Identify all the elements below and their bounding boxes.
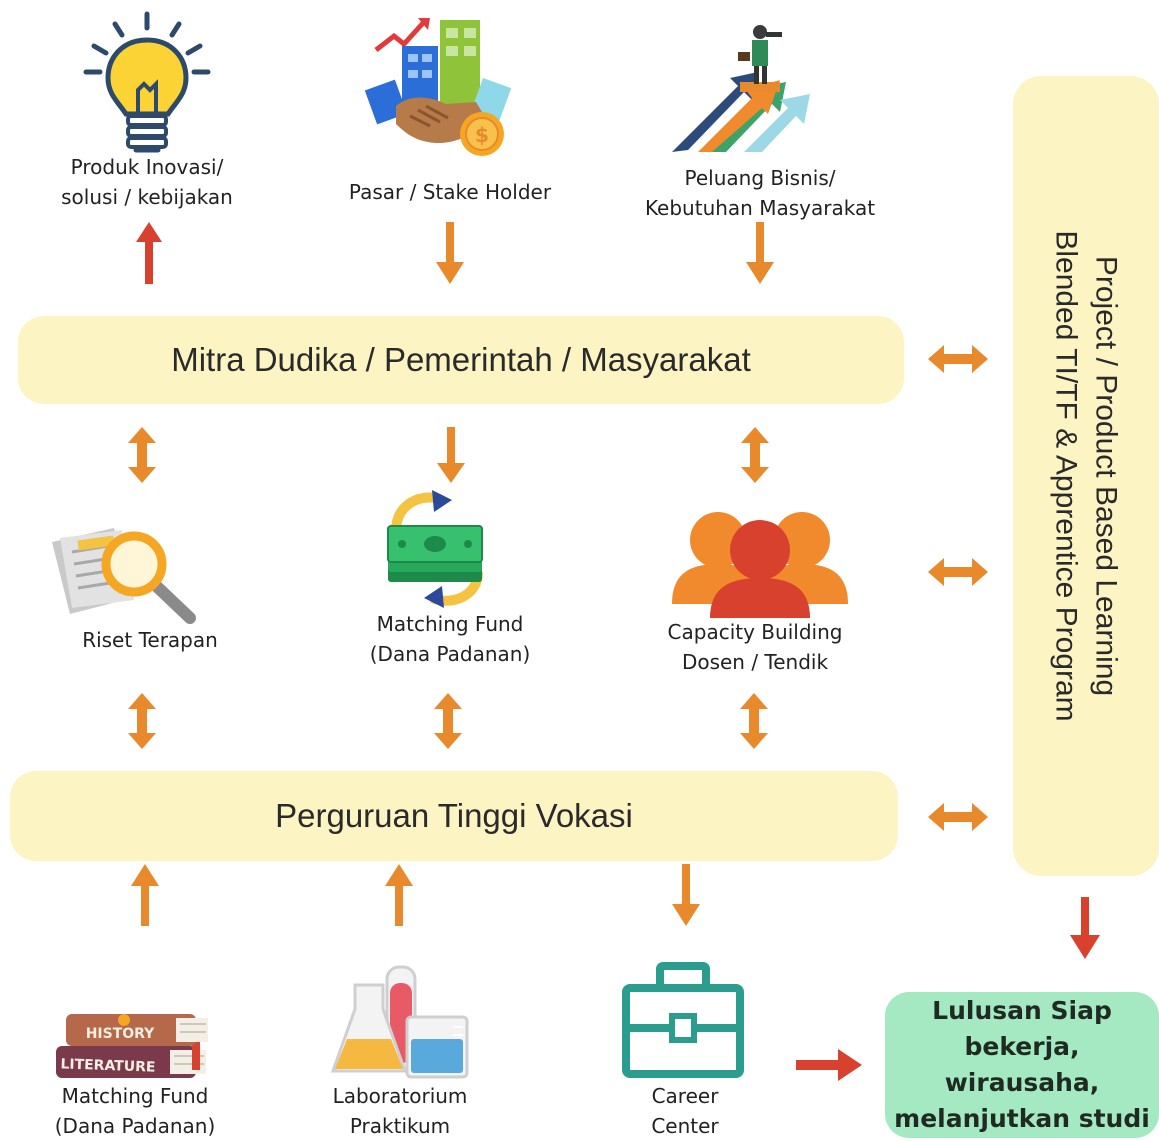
research-magnifier-icon bbox=[52, 528, 196, 624]
label-matching-fund: Matching Fund(Dana Padanan) bbox=[369, 612, 531, 666]
growth-arrows-icon bbox=[672, 25, 810, 152]
lightbulb-icon bbox=[83, 11, 211, 153]
handshake-market-icon: $ bbox=[364, 18, 512, 156]
books-icon: LITERATURE HISTORY bbox=[56, 1014, 208, 1078]
arrow-down-fund bbox=[437, 427, 465, 483]
label-pasar: Pasar / Stake Holder bbox=[348, 180, 552, 204]
side-program-box: Project / Product Based Learning Blended… bbox=[1013, 76, 1159, 876]
book-label-history: HISTORY bbox=[86, 1026, 155, 1042]
money-cycle-icon bbox=[387, 490, 483, 608]
bi-arrow-middle bbox=[928, 558, 988, 586]
arrow-down-peluang bbox=[746, 222, 774, 284]
label-riset: Riset Terapan bbox=[82, 628, 218, 652]
arrow-right-output bbox=[796, 1049, 862, 1081]
bi-arrow-vokasi bbox=[928, 803, 988, 831]
arrow-up-lab bbox=[385, 864, 413, 926]
vbi-arrow-capacity-bottom bbox=[740, 693, 768, 749]
svg-text:$: $ bbox=[475, 123, 489, 147]
vbi-arrow-fund-bottom bbox=[434, 693, 462, 749]
vbi-arrow-capacity-top bbox=[741, 427, 769, 483]
label-produk: Produk Inovasi/solusi / kebijakan bbox=[61, 155, 233, 209]
output-box: Lulusan Siap bekerja, wirausaha, melanju… bbox=[885, 992, 1159, 1138]
arrow-up-produk bbox=[136, 222, 162, 284]
mitra-box-label: Mitra Dudika / Pemerintah / Masyarakat bbox=[171, 341, 751, 378]
bi-arrow-mitra bbox=[928, 345, 988, 373]
vokasi-box-label: Perguruan Tinggi Vokasi bbox=[275, 797, 633, 834]
vbi-arrow-riset-top bbox=[128, 427, 156, 483]
output-box-label: Lulusan Siap bekerja, wirausaha, melanju… bbox=[894, 996, 1150, 1133]
mitra-box: Mitra Dudika / Pemerintah / Masyarakat bbox=[18, 316, 904, 404]
vokasi-box: Perguruan Tinggi Vokasi bbox=[10, 771, 898, 861]
arrow-up-books bbox=[131, 864, 159, 926]
book-label-literature: LITERATURE bbox=[60, 1056, 156, 1075]
arrow-down-output bbox=[1070, 897, 1100, 959]
lab-flask-icon bbox=[330, 965, 469, 1079]
arrow-down-pasar bbox=[436, 222, 464, 284]
briefcase-icon bbox=[622, 962, 744, 1078]
arrow-down-career bbox=[672, 864, 700, 926]
people-group-icon bbox=[672, 512, 848, 618]
side-program-label: Project / Product Based Learning Blended… bbox=[1050, 230, 1124, 722]
label-peluang: Peluang Bisnis/Kebutuhan Masyarakat bbox=[644, 166, 876, 220]
vbi-arrow-riset-bottom bbox=[128, 693, 156, 749]
label-books-fund: Matching Fund(Dana Padanan) bbox=[54, 1084, 216, 1138]
